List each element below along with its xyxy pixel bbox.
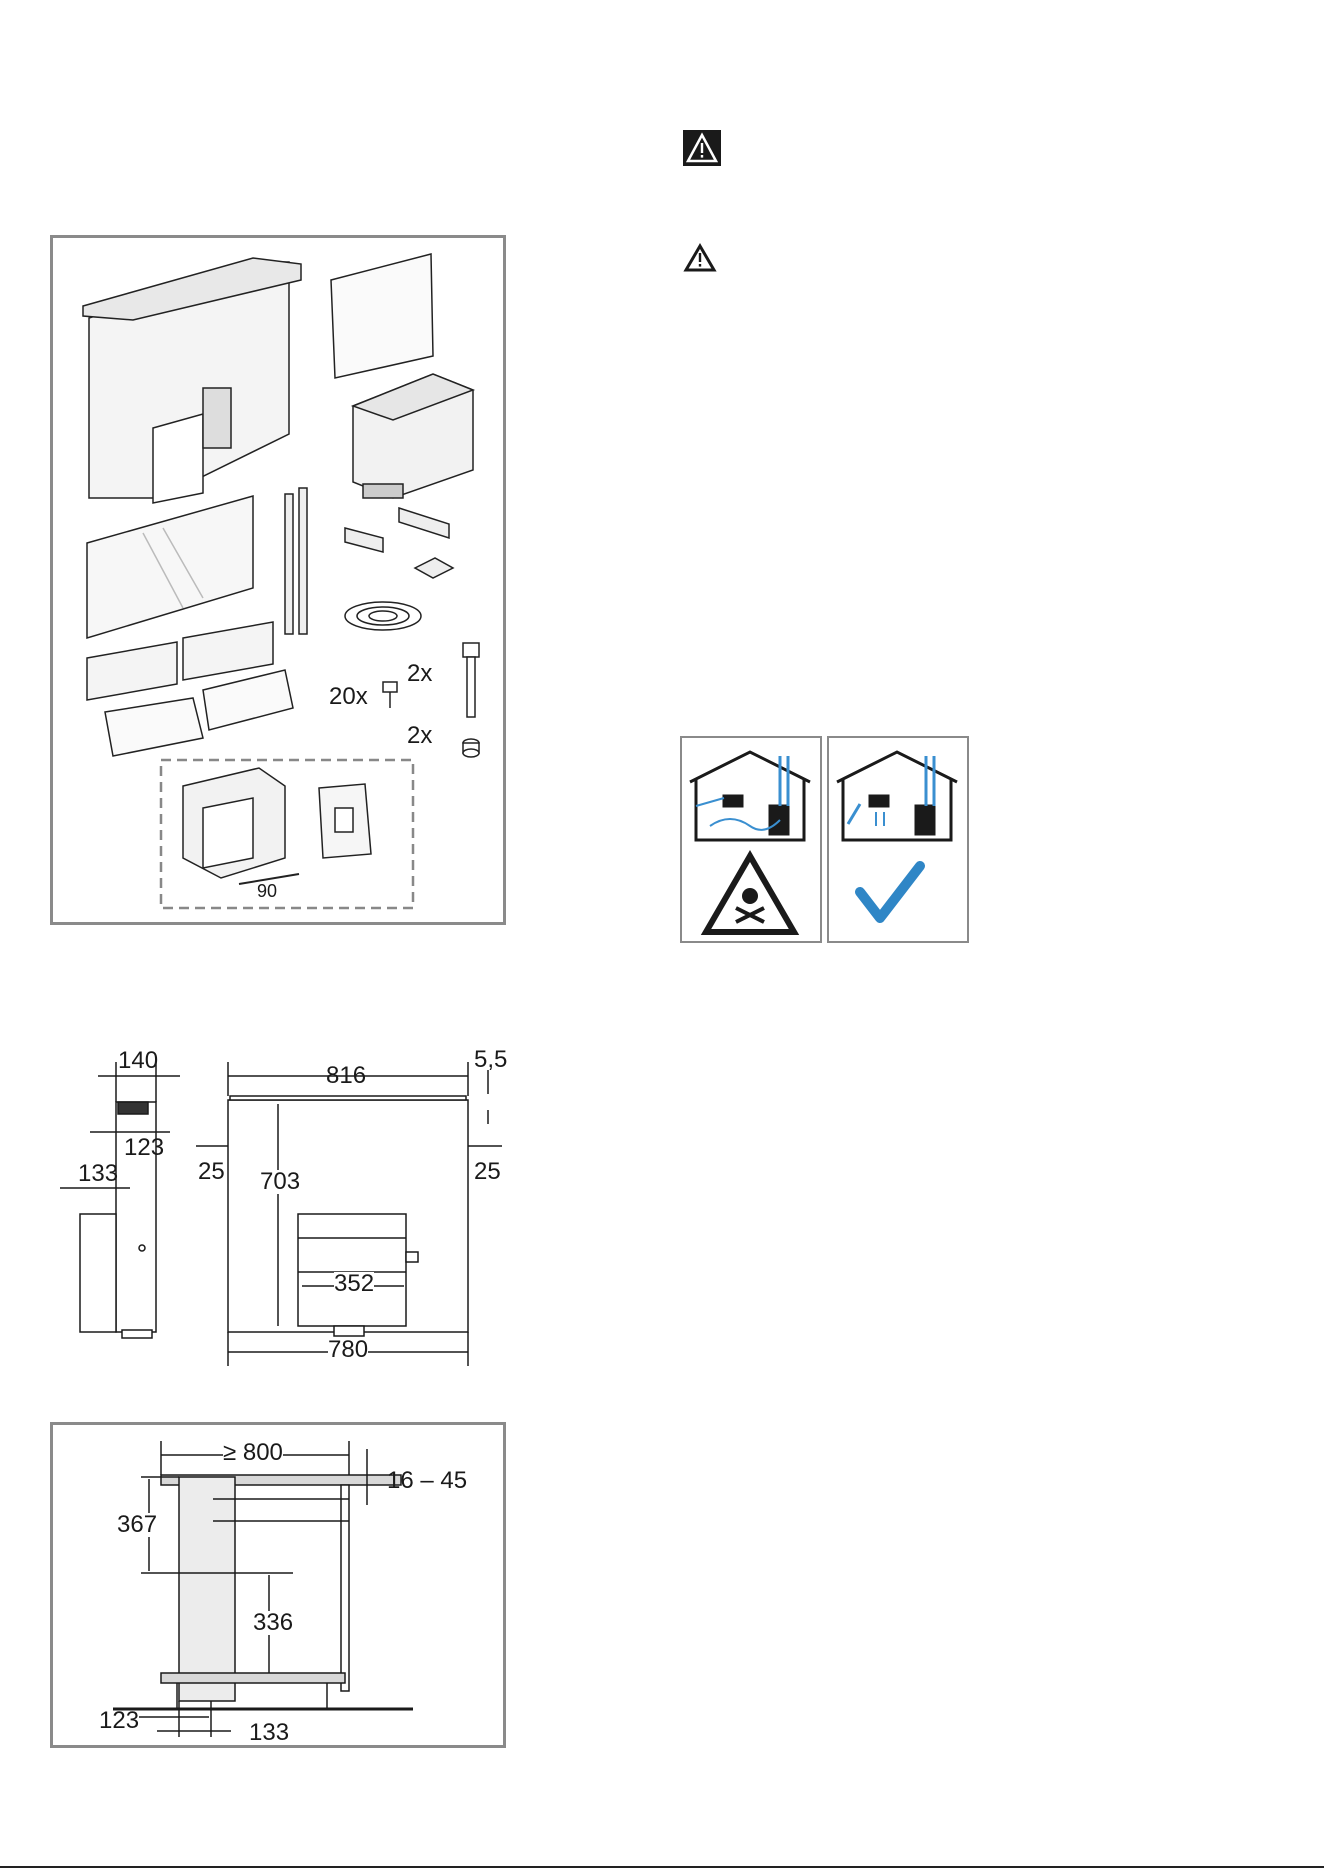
install-min-width: ≥ 800 bbox=[223, 1441, 283, 1465]
screws-quantity: 20x bbox=[329, 685, 368, 709]
dim-total-width: 816 bbox=[326, 1064, 366, 1088]
filter-boxes-part bbox=[87, 622, 293, 756]
installation-panel: ≥ 800 16 – 45 367 336 123 133 bbox=[50, 1422, 506, 1748]
hood-unit bbox=[179, 1477, 235, 1701]
optional-housing-part bbox=[183, 768, 285, 878]
dim-top-thickness: 5,5 bbox=[474, 1048, 507, 1072]
dim-base-width: 780 bbox=[328, 1338, 368, 1362]
warning-icon-outline bbox=[683, 243, 717, 273]
pins-quantity: 2x bbox=[407, 662, 432, 686]
page-bottom-rule bbox=[0, 1866, 1324, 1868]
pin-icon bbox=[463, 643, 479, 717]
optional-width-label: 90 bbox=[257, 879, 277, 903]
dim-motor-width: 352 bbox=[334, 1272, 374, 1296]
dim-offset-right: 25 bbox=[474, 1160, 501, 1184]
dimensions-drawing: 140 123 133 816 5,5 25 25 703 352 780 bbox=[50, 1040, 510, 1380]
warning-icon-filled bbox=[683, 130, 721, 166]
caps-quantity: 2x bbox=[407, 724, 432, 748]
brackets-part bbox=[345, 508, 453, 578]
install-height-367: 367 bbox=[117, 1513, 157, 1537]
dim-depth-inner: 123 bbox=[124, 1136, 164, 1160]
dim-height: 703 bbox=[260, 1170, 300, 1194]
install-offset-133: 133 bbox=[249, 1721, 289, 1745]
install-height-336: 336 bbox=[253, 1611, 293, 1635]
dim-offset-left: 25 bbox=[198, 1160, 225, 1184]
parts-panel: 20x 2x 2x 90 bbox=[50, 235, 506, 925]
parts-illustration bbox=[53, 238, 503, 922]
seal-ring-part bbox=[345, 602, 421, 630]
cap-icon bbox=[463, 739, 479, 757]
air-supply-illustration bbox=[680, 736, 970, 944]
flat-plate-part bbox=[331, 254, 433, 378]
install-worktop-range: 16 – 45 bbox=[387, 1469, 467, 1493]
motor-unit-part bbox=[353, 374, 473, 498]
back-panel-part bbox=[83, 258, 301, 503]
glass-panel-part bbox=[87, 496, 253, 638]
install-offset-123: 123 bbox=[99, 1709, 139, 1733]
rails-part bbox=[285, 488, 307, 634]
dim-width-top: 140 bbox=[118, 1049, 158, 1073]
screw-icon bbox=[383, 682, 397, 708]
dim-side-133: 133 bbox=[78, 1162, 118, 1186]
info-pack-icon bbox=[319, 784, 371, 858]
